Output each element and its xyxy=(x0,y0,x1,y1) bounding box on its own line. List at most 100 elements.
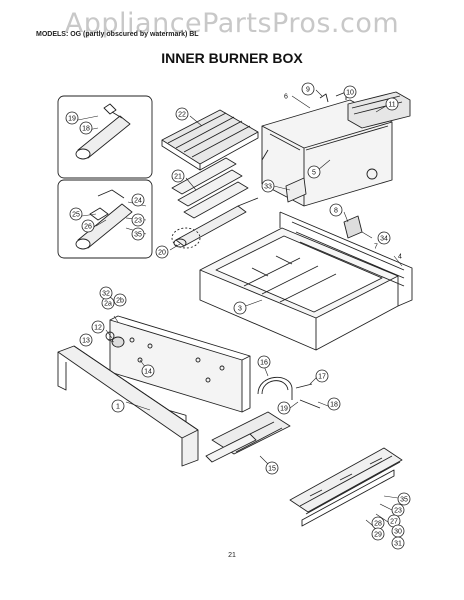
callout-number: 30 xyxy=(394,529,402,536)
diagram-title: INNER BURNER BOX xyxy=(161,50,303,66)
callout-d18: 18 xyxy=(79,121,93,135)
callout-c20: 20 xyxy=(155,245,169,259)
cooking-grate-art xyxy=(161,109,259,171)
callout-number: 17 xyxy=(318,374,326,381)
callout-number: 24 xyxy=(134,198,142,205)
callout-number: 14 xyxy=(144,369,152,376)
callout-d26: 26 xyxy=(81,219,95,233)
model-line: MODELS: OG (partly obscured by watermark… xyxy=(36,31,199,38)
callout-c4: 4 xyxy=(398,254,402,261)
callout-c6: 6 xyxy=(284,94,288,101)
callout-e31: 31 xyxy=(391,536,405,550)
callout-c5: 5 xyxy=(307,165,321,179)
callout-c33: 33 xyxy=(261,179,275,193)
callout-d35: 35 xyxy=(131,227,145,241)
callout-c11: 11 xyxy=(385,97,399,111)
callout-number: 35 xyxy=(400,497,408,504)
callout-number: 23 xyxy=(134,218,142,225)
callout-c2a: 2a xyxy=(101,296,115,310)
callout-number: 34 xyxy=(380,236,388,243)
callout-c17: 17 xyxy=(315,369,329,383)
callout-e27: 27 xyxy=(387,514,401,528)
callout-e30: 30 xyxy=(391,524,405,538)
burner-tube-art xyxy=(171,197,259,249)
callout-c10: 10 xyxy=(343,85,357,99)
callout-c7: 7 xyxy=(374,244,378,251)
callout-number: 8 xyxy=(334,208,338,215)
callout-d19: 19 xyxy=(65,111,79,125)
callout-number: 27 xyxy=(390,519,398,526)
callout-number: 18 xyxy=(330,402,338,409)
callout-number: 15 xyxy=(268,466,276,473)
callout-number: 3 xyxy=(238,306,242,313)
callout-c18: 18 xyxy=(327,397,341,411)
callout-d24: 24 xyxy=(131,193,145,207)
drip-tray-art xyxy=(205,411,291,463)
callout-number: 22 xyxy=(178,112,186,119)
callout-c1: 1 xyxy=(111,399,125,413)
callout-number: 32 xyxy=(102,291,110,298)
callout-number: 21 xyxy=(174,174,182,181)
rear-panel-art xyxy=(261,91,411,207)
callout-number: 2a xyxy=(104,301,112,308)
control-knob-art xyxy=(105,331,125,348)
callout-number: 7 xyxy=(374,244,378,251)
callout-number: 23 xyxy=(394,508,402,515)
callout-c34: 34 xyxy=(377,231,391,245)
callout-c32: 32 xyxy=(99,286,113,300)
inset-middle-valve-art xyxy=(75,189,133,250)
callout-c3: 3 xyxy=(233,301,247,315)
callout-c8: 8 xyxy=(329,203,343,217)
front-trim-art xyxy=(57,345,199,467)
callout-c21: 21 xyxy=(171,169,185,183)
callout-e23: 23 xyxy=(391,503,405,517)
callout-e28: 28 xyxy=(371,516,385,530)
callout-number: 9 xyxy=(306,87,310,94)
callout-number: 19 xyxy=(68,116,76,123)
callout-c13: 13 xyxy=(79,333,93,347)
callout-e29: 29 xyxy=(371,527,385,541)
callout-c16: 16 xyxy=(257,355,271,369)
callout-c9: 9 xyxy=(301,82,315,96)
inset-top-burner-art xyxy=(75,103,131,160)
callout-number: 2b xyxy=(116,298,124,305)
firebox-art xyxy=(199,211,413,351)
bracket-art xyxy=(285,177,307,203)
callout-e35: 35 xyxy=(397,492,411,506)
callout-c15: 15 xyxy=(265,461,279,475)
callout-number: 11 xyxy=(388,102,395,109)
callout-number: 5 xyxy=(312,170,316,177)
rail-assembly-art xyxy=(289,447,403,527)
callout-number: 4 xyxy=(398,254,402,261)
callout-number: 31 xyxy=(394,541,402,548)
callout-c22: 22 xyxy=(175,107,189,121)
callout-number: 19 xyxy=(280,406,288,413)
callout-number: 35 xyxy=(134,232,142,239)
callout-number: 25 xyxy=(72,212,80,219)
callout-number: 26 xyxy=(84,224,92,231)
callout-c19: 19 xyxy=(277,401,291,415)
page-number: 21 xyxy=(228,552,236,559)
igniter-wire-art xyxy=(257,376,321,409)
callout-number: 1 xyxy=(116,404,120,411)
callout-c14: 14 xyxy=(141,364,155,378)
watermark-text: AppliancePartsPros.com xyxy=(64,8,400,39)
callout-number: 20 xyxy=(158,250,166,257)
callout-d25: 25 xyxy=(69,207,83,221)
callout-d23: 23 xyxy=(131,213,145,227)
callout-number: 12 xyxy=(94,325,102,332)
callout-c2b: 2b xyxy=(113,293,127,307)
valve-panel-art xyxy=(109,315,251,424)
callout-number: 10 xyxy=(346,90,354,97)
radiant-plates-art xyxy=(171,157,249,219)
callout-number: 13 xyxy=(82,338,90,345)
callout-number: 18 xyxy=(82,126,90,133)
callout-number: 16 xyxy=(260,360,268,367)
callout-c12: 12 xyxy=(91,320,105,334)
callout-number: 28 xyxy=(374,521,382,528)
callout-number: 29 xyxy=(374,532,382,539)
callout-number: 6 xyxy=(284,94,288,101)
callout-number: 33 xyxy=(264,184,272,191)
